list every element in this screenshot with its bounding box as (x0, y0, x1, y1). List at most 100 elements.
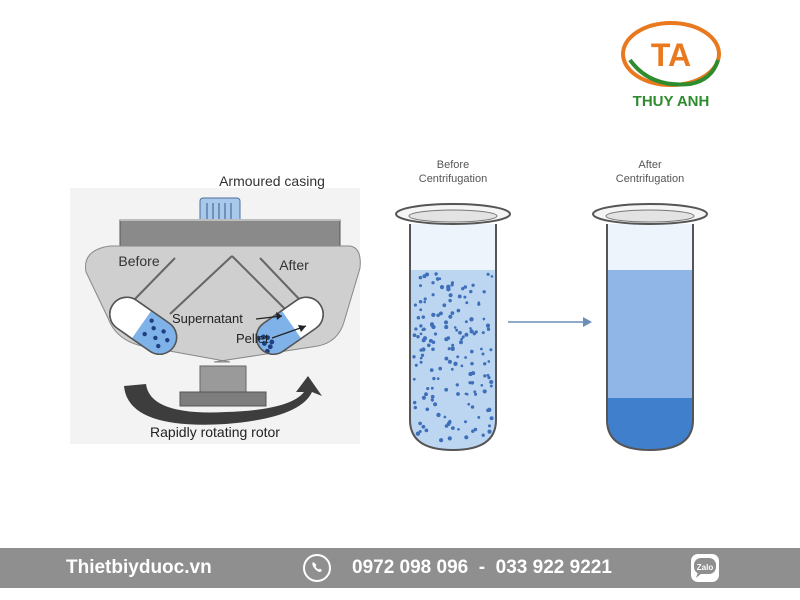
particle (421, 315, 426, 319)
website-link[interactable]: Thietbiyduoc.vn (66, 557, 212, 578)
zalo-icon[interactable]: Zalo (690, 553, 720, 583)
rotor-tube-after (249, 296, 324, 361)
particle (421, 424, 426, 429)
particle (487, 429, 492, 434)
particle (489, 348, 493, 352)
particle (456, 355, 460, 359)
particle (465, 301, 469, 305)
particle (431, 324, 436, 330)
after-tube-label-line1: After (638, 159, 662, 171)
particle (434, 272, 438, 276)
particle (418, 275, 423, 280)
particle (427, 343, 431, 348)
rotor-arm-right (231, 255, 291, 315)
particle (431, 340, 436, 345)
particle (480, 383, 484, 387)
particle (470, 381, 475, 385)
particle (423, 297, 427, 301)
particle (448, 314, 453, 319)
particle (436, 377, 440, 380)
particle (444, 325, 449, 330)
particle (473, 427, 478, 432)
centrifuge-lid (119, 219, 341, 247)
particle (470, 349, 474, 354)
rotor-tube-before (109, 296, 184, 361)
particle (455, 383, 459, 387)
particle (487, 424, 492, 428)
phone-numbers[interactable]: 0972 098 096 - 033 922 9221 (352, 557, 612, 578)
particle (430, 338, 433, 342)
particle (469, 329, 474, 334)
suspended-particles (412, 272, 494, 443)
particle (456, 308, 461, 313)
particle (481, 352, 485, 356)
particle (444, 424, 449, 428)
particle (457, 294, 462, 299)
particle (474, 392, 478, 396)
particle (424, 428, 429, 433)
particle (461, 335, 465, 339)
particle (490, 275, 494, 278)
particle (429, 368, 434, 372)
particle (418, 299, 423, 304)
phone-icon[interactable] (303, 554, 331, 582)
particle (450, 426, 455, 431)
zalo-label: Zalo (697, 563, 714, 572)
before-tube-label-line1: Before (437, 159, 469, 171)
particle (456, 392, 460, 396)
particle (486, 373, 490, 377)
supernatant-label: Supernatant (172, 311, 243, 326)
particle (431, 347, 435, 352)
particle (448, 419, 452, 423)
particle (464, 320, 468, 324)
rotor-stem (199, 365, 247, 393)
particle (419, 356, 423, 360)
particle (436, 412, 441, 418)
particle (444, 387, 449, 392)
particle (463, 420, 468, 424)
particle (461, 287, 465, 291)
brand-logo: TA THUY ANH (621, 21, 721, 110)
particle (412, 333, 417, 338)
particle (419, 332, 423, 336)
particle (459, 340, 463, 345)
rotation-arrow-icon (124, 376, 322, 425)
particle (487, 376, 491, 380)
particle (438, 277, 442, 281)
particle (489, 416, 494, 421)
particle (450, 367, 454, 371)
particle (444, 337, 449, 342)
particle (477, 302, 481, 306)
particle (430, 386, 434, 390)
particle (467, 402, 471, 406)
bowl-after-label: After (279, 257, 309, 273)
particle (471, 283, 475, 287)
particle (419, 284, 422, 288)
particle (489, 379, 494, 385)
particle (471, 371, 476, 376)
particle (416, 334, 420, 339)
rotor-label: Rapidly rotating rotor (150, 424, 280, 440)
particle (432, 376, 436, 381)
particle (426, 387, 430, 391)
particle (482, 389, 487, 394)
particle (464, 392, 468, 396)
particle (460, 337, 463, 341)
lid-knob (199, 197, 241, 223)
particle (430, 398, 434, 402)
particle (418, 421, 422, 426)
particle (421, 395, 426, 400)
before-tube-label-line2: Centrifugation (419, 173, 488, 185)
particle (423, 300, 427, 304)
particle (470, 361, 474, 366)
particle (419, 348, 423, 352)
particle (418, 429, 422, 434)
particle (482, 317, 486, 321)
particle (419, 324, 423, 328)
particle (419, 360, 423, 364)
particle (414, 327, 418, 331)
particle (481, 433, 485, 437)
particle (444, 356, 449, 361)
rotor-base (179, 391, 267, 407)
particle (464, 435, 469, 440)
